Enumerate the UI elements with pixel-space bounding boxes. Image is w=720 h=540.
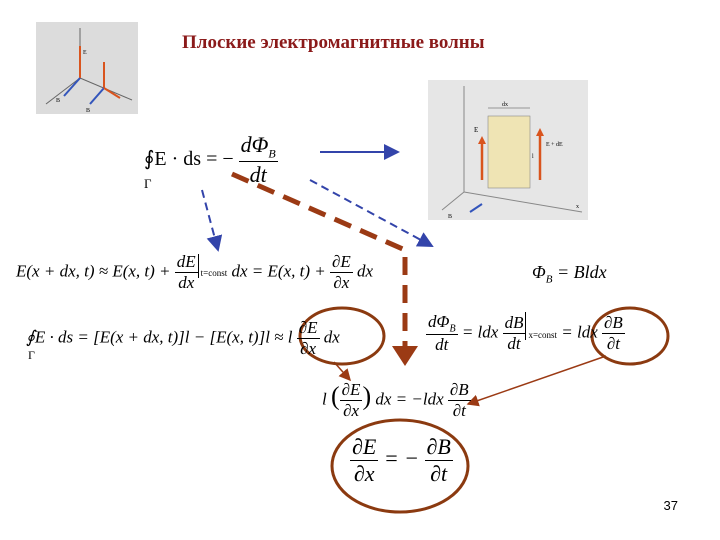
slab-diagram: dx E E + dE l B x xyxy=(428,80,588,220)
equation-circulation: ∮E · ds = − dΦB dt xyxy=(144,132,278,188)
wave-axes-diagram: E B B xyxy=(36,22,138,114)
equation-final: ∂E∂x = − ∂B∂t xyxy=(350,434,453,486)
equation-flux: ΦB = Bldx xyxy=(532,262,607,286)
slide-title: Плоские электромагнитные волны xyxy=(182,32,485,53)
arrow-dashed-down xyxy=(201,189,223,252)
label-e-slab: E xyxy=(474,126,478,134)
label-b-2: B xyxy=(86,108,90,114)
arrow-circle-to-eq5-right xyxy=(466,355,607,407)
circle-db-dt xyxy=(590,306,670,366)
contour-label-1: Γ xyxy=(144,176,152,191)
equation-combined: l (∂E∂x) dx = −ldx ∂B∂t xyxy=(322,380,471,420)
label-e: E xyxy=(83,50,87,56)
label-dx: dx xyxy=(502,102,508,108)
equation-circulation-expanded: ∮E · ds = [E(x + dx, t)]l − [E(x, t)]l ≈… xyxy=(26,318,340,358)
circle-final xyxy=(330,418,470,514)
contour-label-2: Γ xyxy=(28,348,35,362)
page-number: 37 xyxy=(663,498,678,513)
label-b: B xyxy=(56,98,60,104)
label-b-slab: B xyxy=(448,214,452,220)
arrow-dashed-right xyxy=(309,179,434,247)
label-e-plus-de: E + dE xyxy=(546,142,563,148)
brown-arrow-head xyxy=(392,346,418,366)
brown-dashed-path xyxy=(230,171,408,348)
label-l: l xyxy=(532,154,534,160)
circle-de-dx xyxy=(298,306,386,366)
label-x: x xyxy=(576,204,579,210)
